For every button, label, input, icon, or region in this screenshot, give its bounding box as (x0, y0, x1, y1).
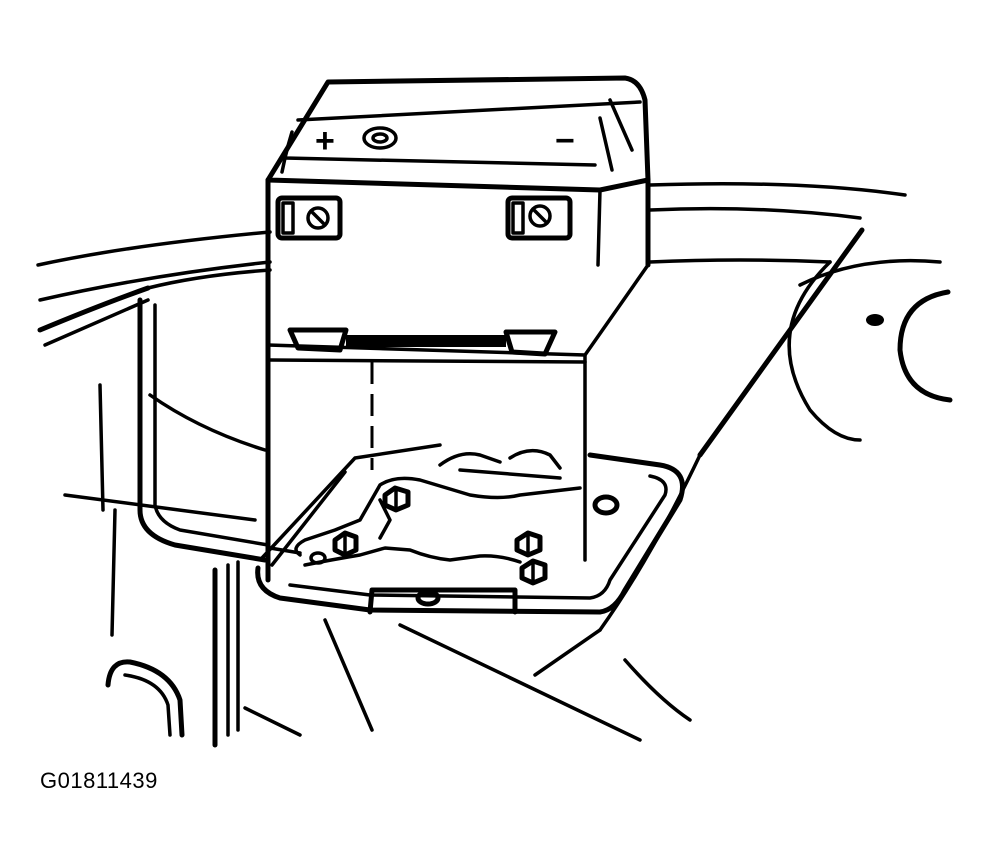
bolt-upper (382, 485, 411, 513)
battery-icon: + − (265, 75, 651, 583)
bolt-lower (519, 558, 548, 586)
bolt-left (309, 530, 359, 565)
bolt-center (514, 530, 543, 558)
vehicle-body-panels (36, 182, 953, 722)
hold-down-clamp-icon (287, 327, 558, 357)
positive-terminal-label: + (315, 122, 335, 160)
body-fastener-icon (866, 314, 884, 326)
terminal-negative-icon (505, 195, 573, 241)
terminal-positive-icon (275, 195, 343, 241)
negative-terminal-label: − (555, 122, 575, 160)
battery-tray-icon (255, 443, 685, 742)
alignment-guides (370, 362, 587, 495)
hold-down-bolt-icon (309, 485, 548, 586)
vent-cap-icon (362, 126, 398, 150)
figure-code: G01811439 (40, 768, 158, 793)
left-bracket (63, 297, 302, 748)
